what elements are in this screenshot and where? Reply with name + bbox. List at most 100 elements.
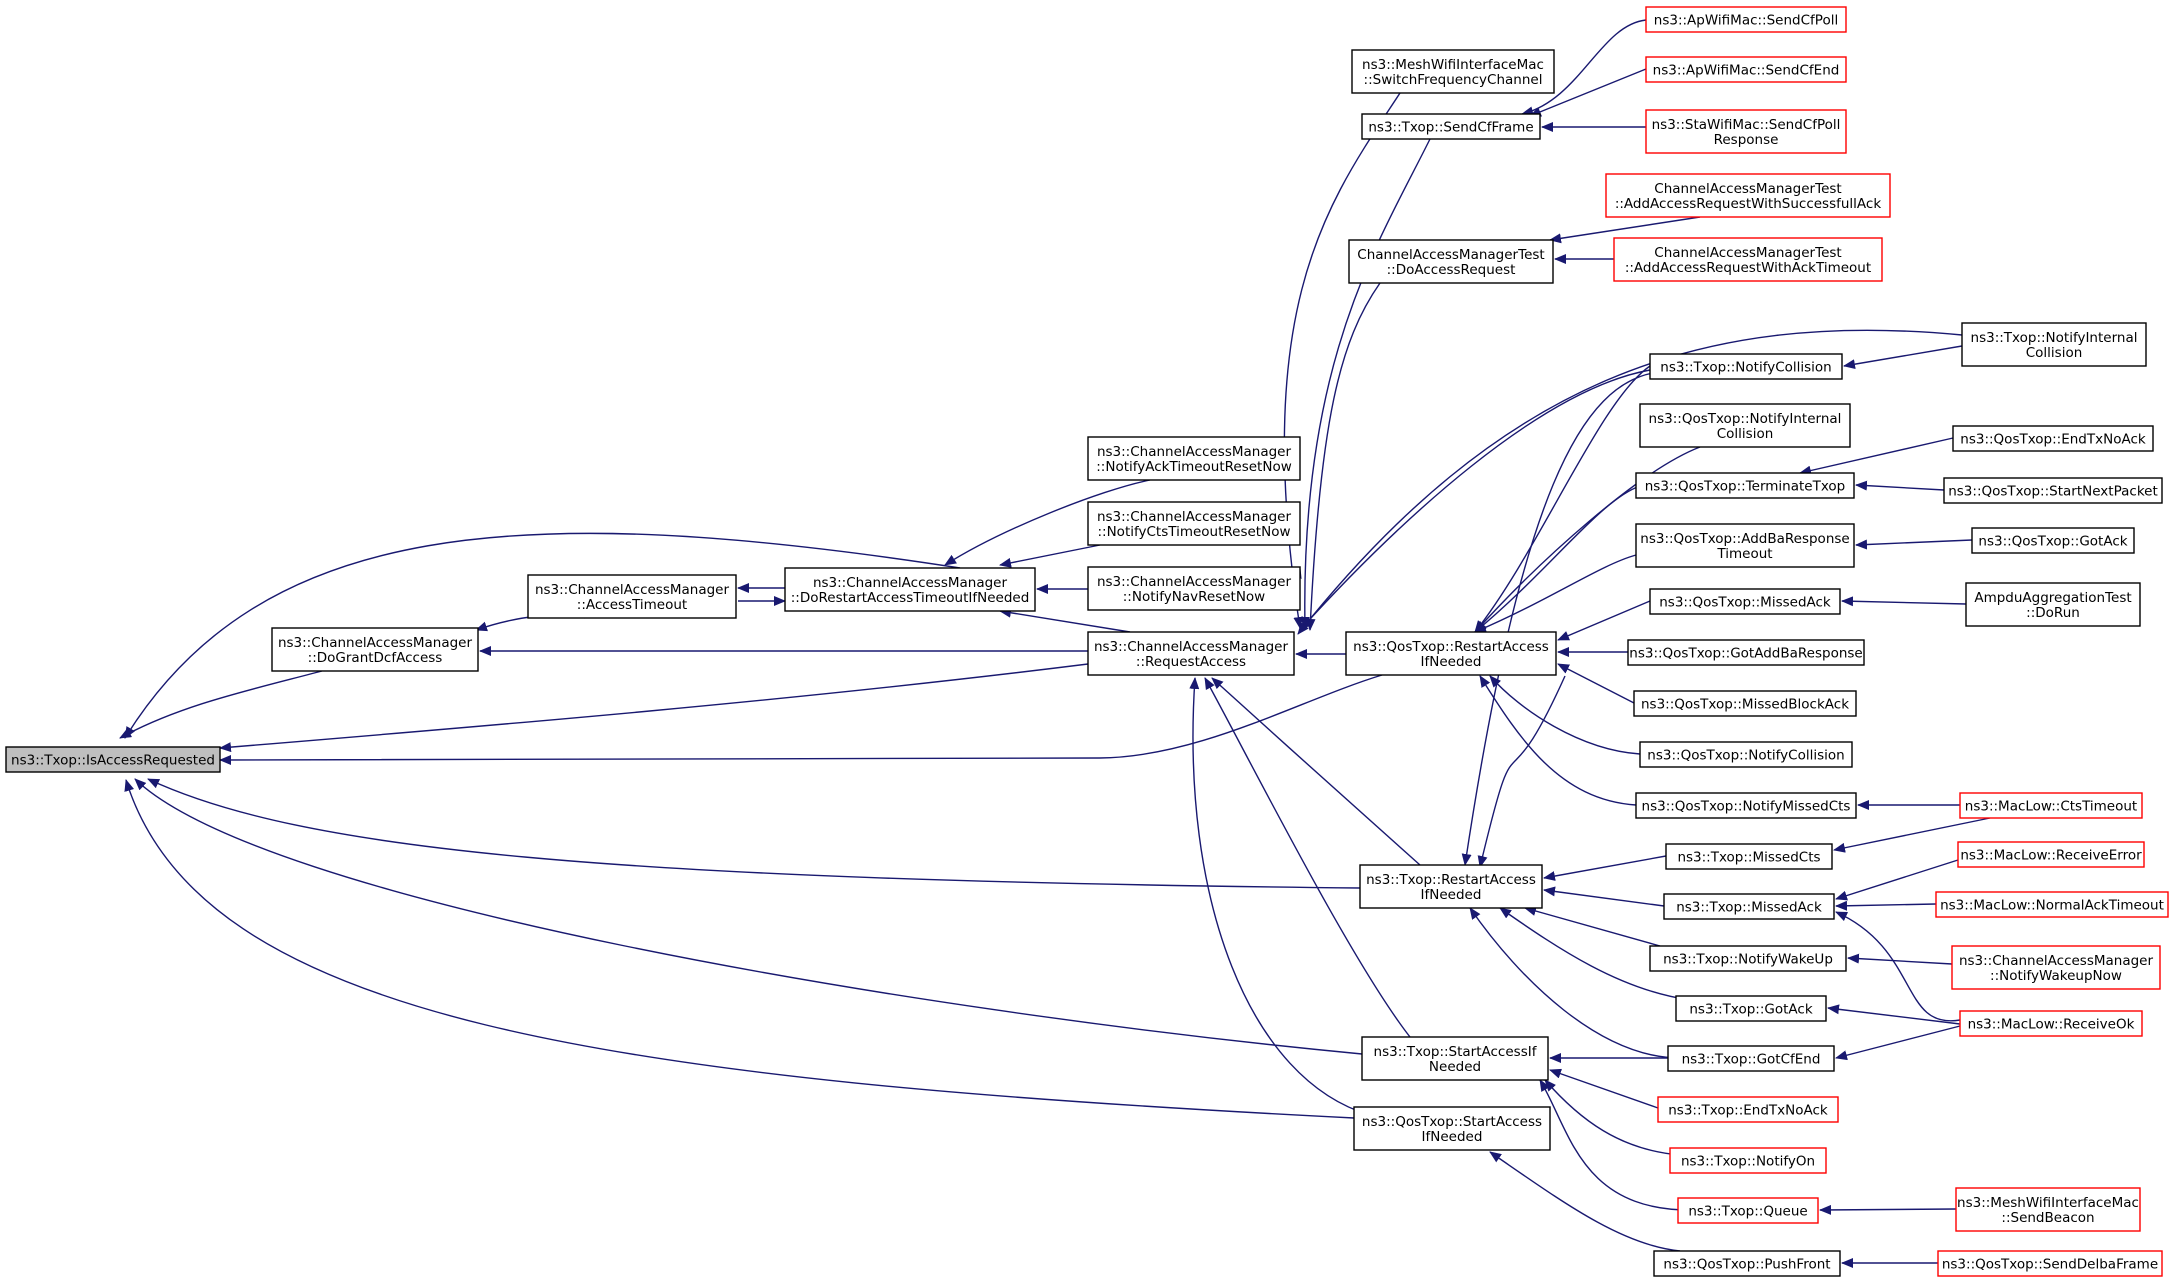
node-label: IfNeeded	[1422, 1129, 1483, 1145]
node-box	[1348, 239, 1554, 284]
node-meshbeacon[interactable]: ns3::MeshWifiInterfaceMac::SendBeacon	[1955, 1187, 2141, 1232]
node-txgotcfend[interactable]: ns3::Txop::GotCfEnd	[1667, 1045, 1835, 1072]
node-qosmissblk[interactable]: ns3::QosTxop::MissedBlockAck	[1633, 690, 1857, 717]
node-label: ns3::ApWifiMac::SendCfEnd	[1653, 63, 1840, 79]
node-cdoaccess[interactable]: ChannelAccessManagerTest::DoAccessReques…	[1348, 239, 1554, 284]
node-addacktmo[interactable]: ChannelAccessManagerTest::AddAccessReque…	[1613, 237, 1883, 282]
node-root[interactable]: ns3::Txop::IsAccessRequested	[5, 746, 221, 773]
node-qosnextpkt[interactable]: ns3::QosTxop::StartNextPacket	[1943, 477, 2163, 504]
node-ampdu[interactable]: AmpduAggregationTest::DoRun	[1965, 582, 2141, 627]
node-label: IfNeeded	[1421, 887, 1482, 903]
node-qosendtx[interactable]: ns3::QosTxop::EndTxNoAck	[1952, 425, 2154, 452]
node-label: ::NotifyCtsTimeoutResetNow	[1097, 524, 1290, 540]
node-ackreset[interactable]: ns3::ChannelAccessManager::NotifyAckTime…	[1087, 436, 1301, 481]
node-label: ::DoAccessRequest	[1387, 262, 1516, 278]
node-label: ns3::QosTxop::MissedBlockAck	[1641, 697, 1849, 713]
node-apcfpoll[interactable]: ns3::ApWifiMac::SendCfPoll	[1645, 6, 1847, 33]
node-qosdelba[interactable]: ns3::QosTxop::SendDelbaFrame	[1937, 1250, 2163, 1277]
node-grant[interactable]: ns3::ChannelAccessManager::DoGrantDcfAcc…	[271, 627, 479, 672]
node-qosmisscts[interactable]: ns3::QosTxop::NotifyMissedCts	[1635, 792, 1857, 819]
node-txqueue[interactable]: ns3::Txop::Queue	[1677, 1197, 1819, 1224]
edge-macnormack-txmissack	[1835, 900, 1937, 911]
node-txwake[interactable]: ns3::Txop::NotifyWakeUp	[1649, 945, 1847, 972]
node-box	[1359, 864, 1543, 909]
node-box	[1943, 477, 2163, 504]
node-label: ns3::Txop::NotifyOn	[1681, 1154, 1815, 1170]
node-macnormack[interactable]: ns3::MacLow::NormalAckTimeout	[1935, 891, 2169, 918]
node-txgotack[interactable]: ns3::Txop::GotAck	[1675, 995, 1827, 1022]
node-meshswitch[interactable]: ns3::MeshWifiInterfaceMac::SwitchFrequen…	[1351, 49, 1555, 94]
node-txnotifyon[interactable]: ns3::Txop::NotifyOn	[1669, 1147, 1827, 1174]
node-label: ns3::ChannelAccessManager	[1097, 574, 1292, 590]
edge-apcfend-sendcf	[1529, 68, 1647, 117]
edge-reqaccess-dorestart	[999, 607, 1131, 633]
edge-sendcf-reqaccess	[1299, 138, 1431, 629]
node-box	[1957, 841, 2145, 868]
node-box	[1959, 1010, 2143, 1037]
node-label: ::NotifyWakeupNow	[1990, 968, 2122, 984]
node-label: ::SendBeacon	[2001, 1210, 2094, 1226]
node-qosgotaddba[interactable]: ns3::QosTxop::GotAddBaResponse	[1627, 639, 1865, 666]
node-label: ns3::QosTxop::EndTxNoAck	[1960, 432, 2146, 448]
edge-qosstart-reqaccess	[1189, 677, 1371, 1116]
node-box	[1669, 1147, 1827, 1174]
node-label: ns3::Txop::NotifyCollision	[1660, 360, 1831, 376]
edges	[119, 19, 1991, 1268]
node-label: ns3::QosTxop::GotAck	[1978, 534, 2127, 550]
node-txcoll[interactable]: ns3::Txop::NotifyCollision	[1649, 353, 1843, 380]
node-camwake[interactable]: ns3::ChannelAccessManager::NotifyWakeupN…	[1951, 945, 2161, 990]
node-box	[1633, 690, 1857, 717]
edge-txintcoll-reqaccess	[1297, 329, 1963, 635]
edge-qosintcoll-qosrestart	[1474, 446, 1701, 633]
node-label: ns3::Txop::EndTxNoAck	[1668, 1103, 1828, 1119]
node-label: IfNeeded	[1421, 654, 1482, 670]
edge-txendtx-txstart	[1549, 1068, 1659, 1109]
node-label: ns3::Txop::RestartAccess	[1366, 872, 1536, 888]
node-txmissack[interactable]: ns3::Txop::MissedAck	[1663, 893, 1835, 920]
node-qosmissack[interactable]: ns3::QosTxop::MissedAck	[1649, 588, 1841, 615]
node-ctsreset[interactable]: ns3::ChannelAccessManager::NotifyCtsTime…	[1087, 501, 1301, 546]
node-qoscoll[interactable]: ns3::QosTxop::NotifyCollision	[1639, 741, 1853, 768]
node-label: ns3::Txop::NotifyInternal	[1971, 330, 2138, 346]
edge-txmisscts-txrestart	[1543, 855, 1667, 881]
node-navreset[interactable]: ns3::ChannelAccessManager::NotifyNavRese…	[1087, 566, 1301, 611]
edge-txnotifyon-txstart	[1544, 1079, 1681, 1156]
edge-ackreset-dorestart	[944, 479, 1151, 566]
node-reqaccess[interactable]: ns3::ChannelAccessManager::RequestAccess	[1087, 631, 1295, 676]
node-dorestart[interactable]: ns3::ChannelAccessManager::DoRestartAcce…	[784, 567, 1036, 612]
node-label: ns3::Txop::GotCfEnd	[1682, 1052, 1821, 1068]
node-label: ns3::ChannelAccessManager	[813, 575, 1008, 591]
node-box	[5, 746, 221, 773]
node-box	[527, 574, 737, 619]
node-macrecverr[interactable]: ns3::MacLow::ReceiveError	[1957, 841, 2145, 868]
edge-qosmisscts-qosrestart	[1479, 675, 1637, 806]
edge-camwake-txwake	[1847, 953, 1953, 965]
node-qosgotack[interactable]: ns3::QosTxop::GotAck	[1971, 527, 2135, 554]
node-qospush[interactable]: ns3::QosTxop::PushFront	[1653, 1250, 1841, 1277]
edge-apcfpoll-sendcf	[1521, 19, 1647, 117]
node-label: ns3::QosTxop::GotAddBaResponse	[1629, 646, 1862, 662]
node-sendcf[interactable]: ns3::Txop::SendCfFrame	[1361, 113, 1541, 140]
node-label: ns3::Txop::NotifyWakeUp	[1663, 952, 1833, 968]
edge-txrestart-root	[147, 778, 1361, 889]
node-addsucc[interactable]: ChannelAccessManagerTest::AddAccessReque…	[1605, 173, 1891, 218]
node-macrecvok[interactable]: ns3::MacLow::ReceiveOk	[1959, 1010, 2143, 1037]
node-txmisscts[interactable]: ns3::Txop::MissedCts	[1665, 843, 1833, 870]
edge-macrecvok-txmissack	[1835, 911, 1961, 1022]
node-apcfend[interactable]: ns3::ApWifiMac::SendCfEnd	[1645, 56, 1847, 83]
node-acctimeout[interactable]: ns3::ChannelAccessManager::AccessTimeout	[527, 574, 737, 619]
node-txendtx[interactable]: ns3::Txop::EndTxNoAck	[1657, 1096, 1839, 1123]
node-label: ns3::QosTxop::RestartAccess	[1353, 639, 1549, 655]
node-label: ::SwitchFrequencyChannel	[1364, 72, 1543, 88]
edge-qosmissack-qosrestart	[1557, 600, 1651, 641]
node-qosterm[interactable]: ns3::QosTxop::TerminateTxop	[1635, 472, 1855, 499]
node-macctstmo[interactable]: ns3::MacLow::CtsTimeout	[1959, 792, 2143, 819]
